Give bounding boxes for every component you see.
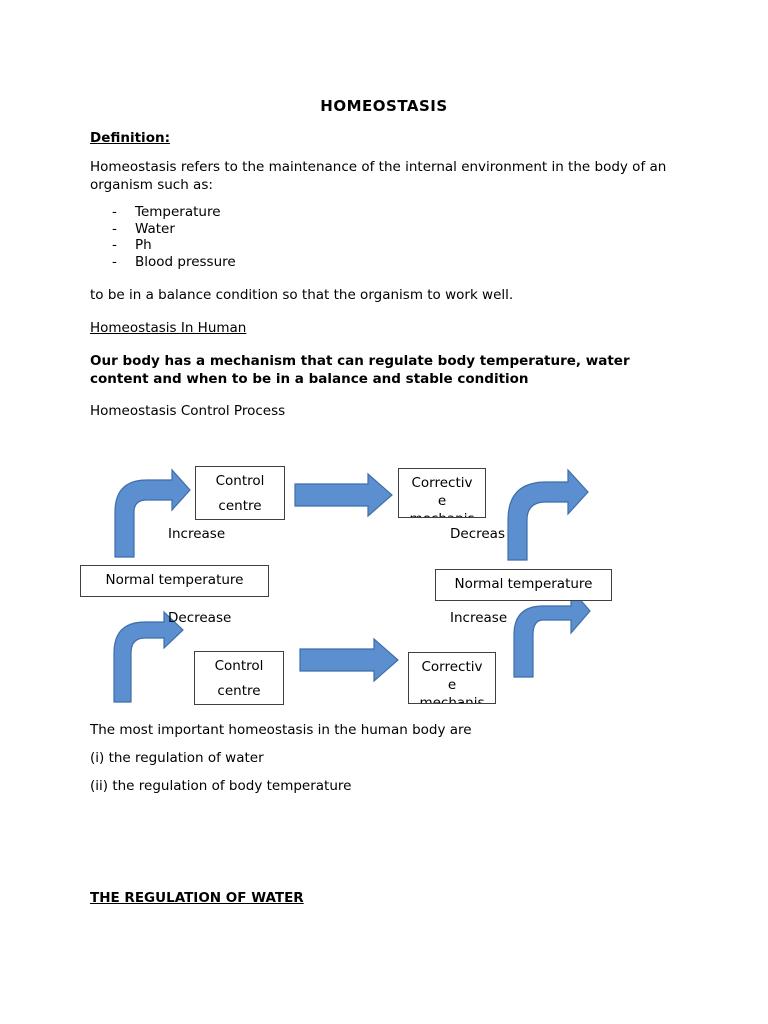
factor-list: -Temperature -Water -Ph -Blood pressure bbox=[112, 204, 236, 270]
control-centre-box: Control centre bbox=[195, 466, 285, 520]
list-item: -Water bbox=[112, 220, 175, 237]
important-text: The most important homeostasis in the hu… bbox=[90, 722, 472, 738]
increase-label: Increase bbox=[450, 610, 508, 626]
right-arrow-icon bbox=[294, 472, 393, 518]
control-centre-box: Control centre bbox=[194, 651, 284, 705]
list-item: -Blood pressure bbox=[112, 253, 236, 270]
human-heading: Homeostasis In Human bbox=[90, 320, 247, 336]
curved-arrow-up-right-icon bbox=[114, 468, 191, 558]
normal-temperature-box: Normal temperature bbox=[80, 565, 269, 597]
increase-label: Increase bbox=[168, 526, 226, 542]
corrective-mechanism-box: Correctiv e mechanis bbox=[408, 652, 496, 704]
corrective-mechanism-box: Correctiv e mechanis bbox=[398, 468, 486, 518]
bullet-dash: - bbox=[112, 204, 117, 220]
section-heading: THE REGULATION OF WATER bbox=[90, 890, 304, 906]
definition-text: Homeostasis refers to the maintenance of… bbox=[90, 159, 667, 193]
curved-arrow-up-right-icon bbox=[513, 587, 591, 678]
balance-text: to be in a balance condition so that the… bbox=[90, 287, 514, 303]
right-arrow-icon bbox=[299, 637, 399, 683]
decrease-label: Decreas bbox=[450, 526, 505, 542]
bullet-dash: - bbox=[112, 220, 117, 237]
curved-arrow-up-right-icon bbox=[507, 468, 589, 561]
bullet-dash: - bbox=[112, 237, 117, 253]
human-text: Our body has a mechanism that can regula… bbox=[90, 353, 630, 387]
definition-heading: Definition: bbox=[90, 130, 170, 146]
list-item: -Temperature bbox=[112, 204, 221, 220]
page-title: HOMEOSTASIS bbox=[320, 97, 448, 115]
list-item: -Ph bbox=[112, 237, 152, 253]
list-item: (i) the regulation of water bbox=[90, 750, 264, 766]
curved-arrow-up-right-icon bbox=[113, 610, 184, 703]
normal-temperature-box: Normal temperature bbox=[435, 569, 612, 601]
bullet-dash: - bbox=[112, 253, 117, 270]
process-label: Homeostasis Control Process bbox=[90, 403, 286, 419]
decrease-label: Decrease bbox=[168, 610, 232, 626]
list-item: (ii) the regulation of body temperature bbox=[90, 778, 352, 794]
